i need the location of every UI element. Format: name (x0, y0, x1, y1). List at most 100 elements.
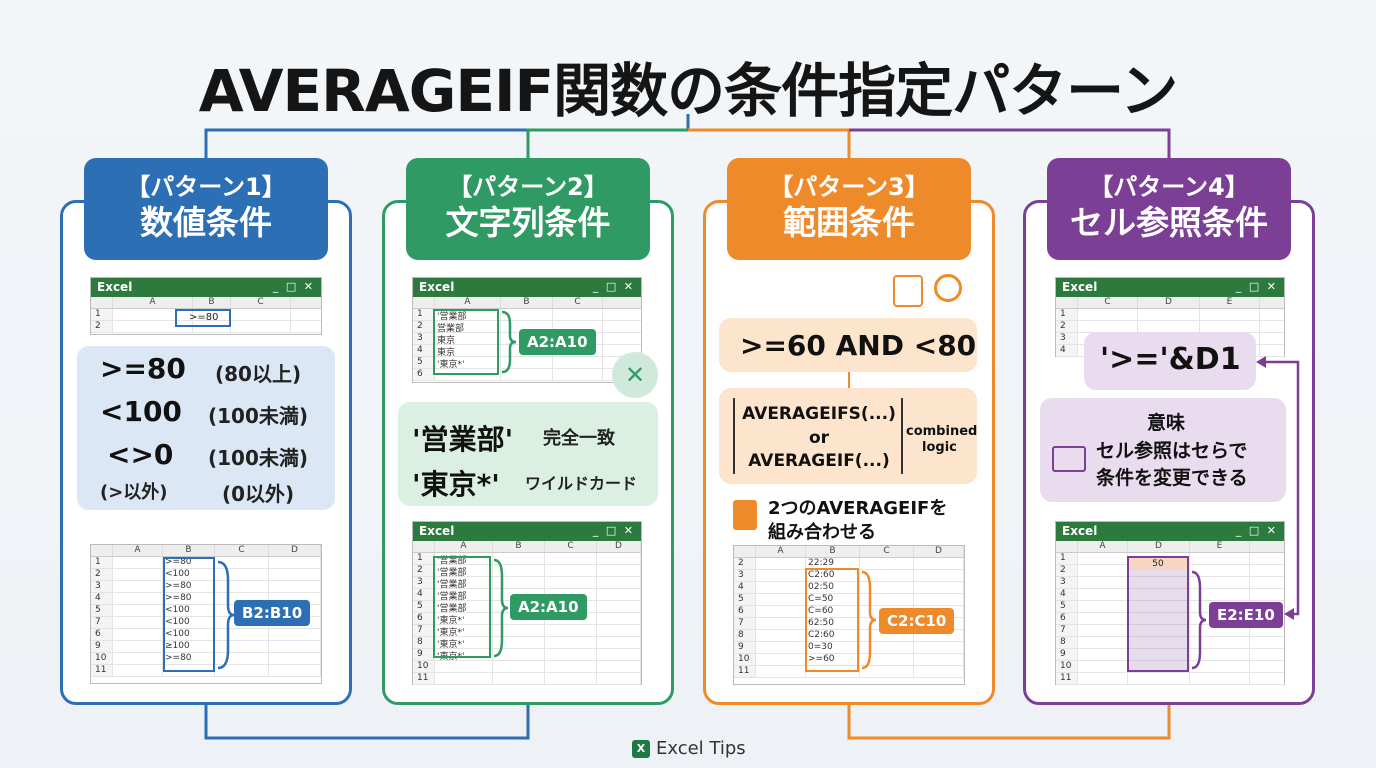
panel4-range-highlight (1127, 556, 1189, 672)
cell (1190, 649, 1250, 660)
row-header: 10 (413, 661, 435, 672)
cell (1128, 565, 1190, 576)
row-header: 3 (1056, 333, 1078, 344)
brace-icon (501, 310, 517, 374)
brace-icon (217, 560, 235, 670)
cell: '営業部 (435, 589, 493, 600)
cell (1138, 309, 1200, 320)
col-header: D (269, 545, 321, 556)
col-header: D (1128, 541, 1190, 552)
excel-label: Excel (1062, 280, 1098, 294)
formula-bracket (733, 398, 903, 474)
cell (553, 309, 603, 320)
row-header: 4 (413, 589, 435, 600)
panel4-meaning-box (1040, 398, 1286, 502)
cell (914, 582, 964, 593)
reference-arrow (1256, 356, 1300, 620)
panel1-title-line1: 【パターン1】 (126, 173, 286, 201)
meaning-line: 条件を変更できる (1096, 467, 1248, 489)
panel3-range-highlight (805, 568, 859, 672)
row-header: 7 (1056, 625, 1078, 636)
cell (756, 666, 806, 677)
row-header: 1 (413, 309, 435, 320)
cell (756, 618, 806, 629)
col-header: C (553, 297, 603, 308)
cell (269, 617, 321, 628)
panel2-title-line1: 【パターン2】 (448, 173, 608, 201)
cell (501, 357, 553, 368)
cell (113, 593, 163, 604)
panel4-title-line2: セル参照条件 (1070, 203, 1268, 242)
brace-icon (861, 570, 877, 670)
row-header: 2 (1056, 565, 1078, 576)
cell: '営業部 (435, 577, 493, 588)
row-header: 10 (734, 654, 756, 665)
cell: C=50 (806, 594, 860, 605)
cell (493, 649, 545, 660)
row-header: 11 (734, 666, 756, 677)
row-header: 7 (91, 617, 113, 628)
cell (1078, 309, 1138, 320)
page-title: AVERAGEIF関数の条件指定パターン (198, 57, 1179, 125)
calculator-icon (893, 275, 923, 307)
cell (269, 569, 321, 580)
cell (756, 642, 806, 653)
cell: 東京 (435, 333, 501, 344)
col-header: C (231, 297, 291, 308)
cell (756, 582, 806, 593)
col-header: C (1078, 297, 1138, 308)
cell (860, 558, 914, 569)
cell (545, 637, 597, 648)
panel1-conditions-box (77, 346, 335, 510)
row-header: 4 (91, 593, 113, 604)
row-header: 2 (413, 565, 435, 576)
cond-expr: >=80 (100, 352, 186, 385)
cell (215, 557, 269, 568)
row-header: 2 (734, 558, 756, 569)
cell (545, 577, 597, 588)
cell (1078, 625, 1128, 636)
cell (1128, 589, 1190, 600)
footer-label: Excel Tips (656, 738, 746, 759)
cell (553, 357, 603, 368)
col-header: B (163, 545, 215, 556)
cell (501, 369, 553, 380)
cell (860, 594, 914, 605)
excel-logo-icon: X (632, 739, 650, 758)
col-header: B (493, 541, 545, 552)
row-header: 6 (1056, 613, 1078, 624)
cell (493, 577, 545, 588)
cond-expr: <100 (100, 395, 182, 428)
cell (435, 661, 493, 672)
cell: 62:50 (806, 618, 860, 629)
panel4-formula-box (1084, 332, 1256, 390)
cell (1138, 321, 1200, 332)
cell (860, 654, 914, 665)
combined-label: combined (906, 424, 978, 439)
row-header: 8 (1056, 637, 1078, 648)
panel2-range-highlight (433, 556, 491, 658)
excel-label: Excel (419, 280, 455, 294)
cell (1128, 625, 1190, 636)
range-condition: >=60 AND <80 (740, 329, 977, 362)
row-header: 6 (413, 369, 435, 380)
excel-label: Excel (419, 524, 455, 538)
panel1-title-line2: 数値条件 (140, 203, 272, 242)
cell (215, 665, 269, 676)
cell: '東京*' (435, 637, 493, 648)
cell (597, 649, 641, 660)
cell (756, 558, 806, 569)
panel2-title-line2: 文字列条件 (445, 203, 611, 242)
row-header: 10 (91, 653, 113, 664)
cell: '営業部 (435, 565, 493, 576)
cell (1190, 577, 1250, 588)
cell (914, 558, 964, 569)
col-header: A (756, 546, 806, 557)
cell (1190, 589, 1250, 600)
cell (756, 654, 806, 665)
cell (545, 565, 597, 576)
cell (553, 321, 603, 332)
